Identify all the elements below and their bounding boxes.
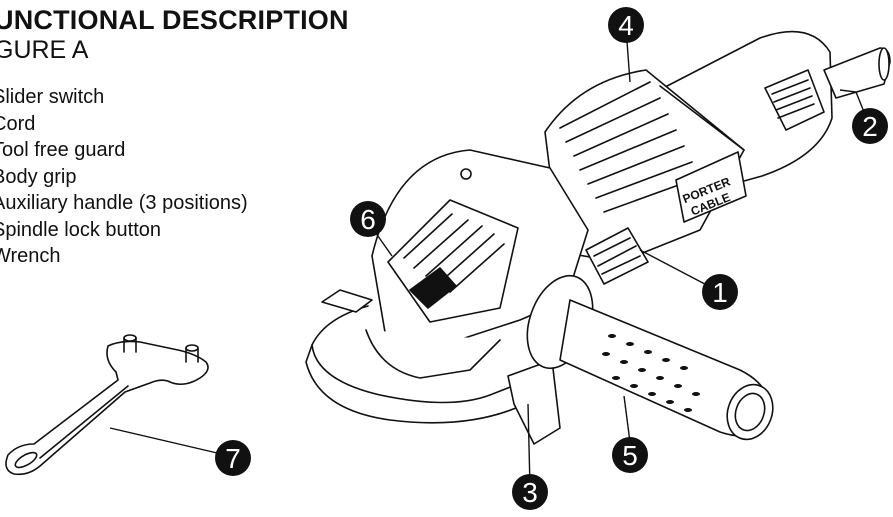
callout-6: 6 (350, 201, 386, 237)
auxiliary-handle-illustration (526, 274, 774, 441)
part-item-auxiliary-handle: Auxiliary handle (3 positions) (0, 192, 248, 214)
svg-text:3: 3 (522, 477, 538, 508)
tool-free-guard-illustration (305, 289, 561, 445)
callout-2: 2 (852, 108, 888, 144)
svg-text:6: 6 (360, 204, 376, 235)
part-item-tool-free-guard: Tool free guard (0, 139, 126, 161)
svg-text:4: 4 (618, 10, 634, 41)
part-item-slider-switch: Slider switch (0, 86, 105, 108)
figure-label: GURE A (0, 36, 89, 64)
slider-switch-illustration (585, 227, 649, 285)
part-item-spindle-lock-button: Spindle lock button (0, 218, 162, 241)
svg-text:5: 5 (622, 440, 638, 471)
callout-5: 5 (612, 437, 648, 473)
gear-head-illustration (365, 149, 589, 379)
svg-text:1: 1 (712, 277, 728, 308)
body-grip-illustration: PORTER CABLE (544, 69, 747, 263)
callout-4: 4 (608, 7, 644, 43)
callout-7: 7 (215, 440, 251, 476)
part-item-cord: Cord (0, 112, 36, 135)
parts-list: Slider switch Cord Tool free guard Body … (0, 84, 248, 270)
section-title: UNCTIONAL DESCRIPTION (0, 5, 349, 35)
callout-3: 3 (512, 474, 548, 510)
callout-1: 1 (702, 274, 738, 310)
wrench-illustration (5, 334, 209, 476)
svg-text:7: 7 (225, 443, 241, 474)
part-item-wrench: Wrench (0, 245, 61, 267)
part-item-body-grip: Body grip (0, 165, 77, 188)
svg-text:2: 2 (862, 111, 878, 142)
